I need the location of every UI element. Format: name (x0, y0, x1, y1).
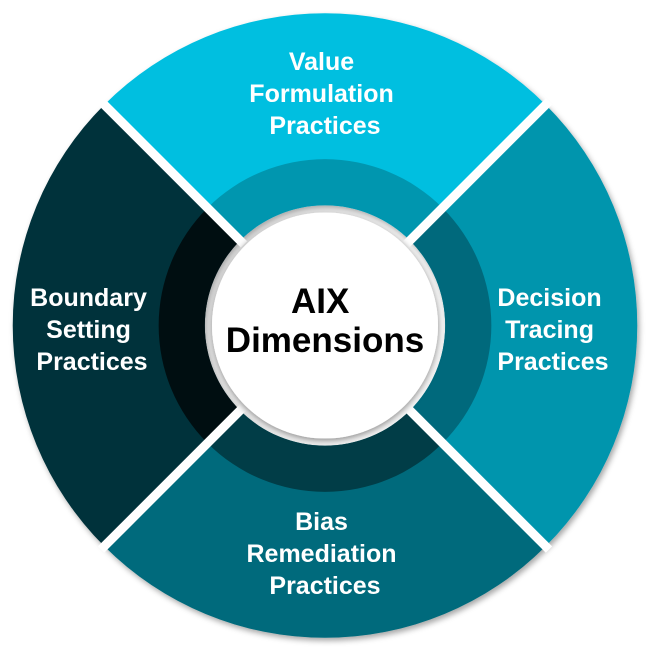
label-left-line1: Boundary (30, 284, 147, 312)
label-right-line2: Tracing (505, 316, 594, 344)
label-top-line1: Value (289, 48, 354, 76)
segment-bottom-inner (207, 410, 443, 492)
label-right-line1: Decision (497, 284, 601, 312)
label-decision-tracing: Decision Tracing Practices (497, 284, 608, 376)
label-top-line3: Practices (269, 112, 380, 140)
label-bias-remediation: Bias Remediation Practices (247, 508, 404, 600)
center-title-line2: Dimensions (226, 321, 424, 360)
center-circle (212, 212, 438, 439)
center-title: AIX Dimensions (226, 282, 424, 360)
center-title-line1: AIX (291, 282, 350, 321)
label-left-line2: Setting (46, 316, 131, 344)
label-bottom-line2: Remediation (247, 540, 397, 568)
segment-right-inner (409, 207, 492, 444)
segment-left-inner (158, 207, 241, 444)
label-value-formulation: Value Formulation Practices (249, 48, 400, 140)
label-bottom-line1: Bias (295, 508, 348, 536)
segment-bottom-outer (104, 410, 546, 638)
label-right-line3: Practices (497, 348, 608, 376)
segment-top-outer (104, 13, 546, 241)
segment-top-inner (207, 159, 443, 241)
label-left-line3: Practices (36, 348, 147, 376)
segment-dividers (97, 98, 553, 553)
label-boundary-setting: Boundary Setting Practices (30, 284, 154, 376)
segment-left-outer (12, 104, 241, 547)
label-top-line2: Formulation (249, 80, 393, 108)
segment-right-outer (409, 104, 638, 547)
label-bottom-line3: Practices (269, 572, 380, 600)
